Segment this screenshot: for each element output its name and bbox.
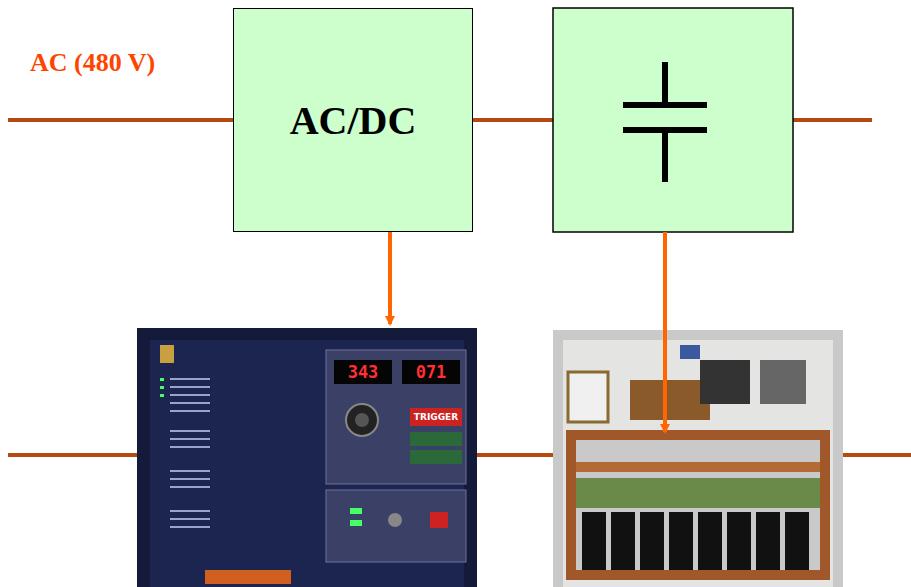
box-title: AC/DC (290, 97, 417, 144)
power-supply-photo (137, 328, 477, 587)
pointer-arrow (390, 232, 665, 432)
capacitor-box (553, 8, 793, 232)
capacitor-bank-photo (553, 330, 843, 587)
capacitor-symbol (623, 62, 707, 182)
supply-label: AC (480 V) (30, 48, 155, 78)
process-box: AC/DC (233, 8, 473, 232)
display-reading: 343 (334, 360, 392, 384)
display-reading: 071 (402, 360, 460, 384)
button-label: TRIGGER (410, 408, 462, 426)
